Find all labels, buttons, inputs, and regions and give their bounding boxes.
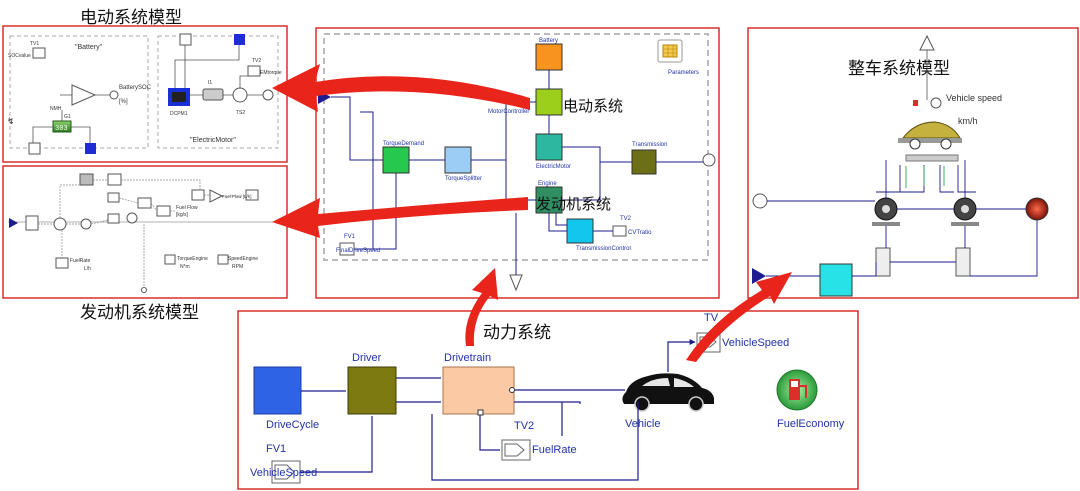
parameters-label: Parameters [668,70,699,76]
battery-block[interactable] [535,43,563,71]
ground-icon: ↯ [7,116,15,126]
battery-submodel-label: "Battery" [75,44,103,51]
speed-engine-label: SpeedEngine [228,256,258,262]
torque-engine-label: TorqueEngine [177,256,208,262]
drive-cycle-label: DriveCycle [266,419,319,431]
soc-value-label: SOCvalue [8,53,31,59]
i1-label: I1 [208,80,212,86]
speed-unit: RPM [232,264,243,270]
electric-motor-block[interactable] [535,133,563,161]
torque-unit: N*m [180,264,190,270]
fuel-rate-label: FuelRate [70,258,91,264]
fuel-flow-lh-label: Fuel Flow [L/h] [222,194,252,199]
electric-motor-submodel-label: "ElectricMotor" [190,137,236,144]
electric-motor-block-label: ElectricMotor [536,164,571,170]
vehicle-control-block[interactable] [819,263,853,297]
transmission-label: Transmission [632,142,667,148]
tv2-electric-label: TV2 [252,58,261,64]
transmission-control-block[interactable] [566,218,594,244]
torque-demand-label: TorqueDemand [383,141,424,147]
electric-model-title: 电动系统模型 [80,8,182,28]
drivetrain-label: Drivetrain [444,352,491,364]
vehicle-speed-fv-label: VehicleSpeed [250,467,317,479]
cvt-ratio-label: CVTratio [628,230,652,236]
soc-unit: [%] [119,99,128,105]
motor-controller-label: MotorController [488,109,529,115]
dcpm-label: DCPM1 [170,111,188,117]
fuel-flow-label: Fuel Flow [176,205,198,211]
engine-block-label: Engine [538,181,557,187]
fuel-flow-unit: [kg/s] [176,212,189,218]
vehicle-label: Vehicle [625,418,660,430]
fuel-rate-label: FuelRate [532,444,577,456]
powertrain-arrow [465,268,498,346]
callout-arrows [272,64,792,362]
final-fv1-label: FV1 [344,234,356,240]
torque-demand-block[interactable] [382,146,410,174]
transmission-block[interactable] [631,149,657,175]
engine-block[interactable] [535,186,563,214]
engine-system-callout: 发动机系统 [536,195,611,213]
engine-system-model-panel: 发动机系统模型 Fuel Flow [L/h] Fuel Flow [kg/s]… [2,165,288,323]
vehicle-model-title: 整车系统模型 [848,59,950,79]
emtorque-label: EMtorque [260,70,282,76]
engine-system-arrow [272,197,528,238]
cvt-tv2-label: TV2 [620,216,632,222]
torque-splitter-block[interactable] [444,146,472,174]
tv1-label: TV1 [30,41,39,47]
vehicle-speed-tv-label: VehicleSpeed [722,337,789,349]
transmission-control-label: TransmissionControl [576,246,631,252]
final-drive-speed-label: FinalDriveSpeed [336,248,380,254]
vehicle-system-model-panel: 整车系统模型 Vehicle speed km/h [747,27,1079,299]
electric-system-arrow [272,64,530,112]
ts2-label: TS2 [236,110,245,116]
tv-label: TV [704,312,719,324]
engine-model-title: 发动机系统模型 [80,303,199,323]
fuel-rate-unit: L/h [84,266,91,272]
fv1-label: FV1 [266,443,286,455]
vehicle-car-icon[interactable] [622,373,714,404]
electric-system-callout: 电动系统 [563,97,623,115]
electric-system-model-panel: 电动系统模型 "Battery" SOCvalue TV1 BatterySOC… [2,8,288,163]
tv2-label: TV2 [514,420,534,432]
torque-splitter-label: TorqueSplitter [445,176,482,182]
drivetrain-detail-panel: Battery MotorController ElectricMotor En… [315,27,720,299]
powertrain-panel: 动力系统 DriveCycle Driver Drivetrain Vehicl… [237,310,859,490]
driver-label: Driver [352,352,382,364]
g1-label: G1 [64,114,71,120]
vehicle-speed-unit: km/h [958,116,978,126]
fuel-economy-label: FuelEconomy [777,418,845,430]
driver-block[interactable] [347,366,397,415]
battery-cell-display: 303 [55,125,68,133]
drive-cycle-block[interactable] [253,366,302,415]
vehicle-speed-sensor-label: Vehicle speed [946,93,1002,103]
nmh-label: NMH [50,106,62,112]
powertrain-title: 动力系统 [483,323,551,343]
battery-block-label: Battery [539,38,558,44]
battery-soc-label: BatterySOC [119,85,152,91]
vehicle-system-arrow [686,272,792,362]
motor-controller-block[interactable] [535,88,563,116]
drivetrain-output-flange [702,153,716,167]
drivetrain-block[interactable] [442,366,515,415]
brake-icon [1025,197,1049,221]
